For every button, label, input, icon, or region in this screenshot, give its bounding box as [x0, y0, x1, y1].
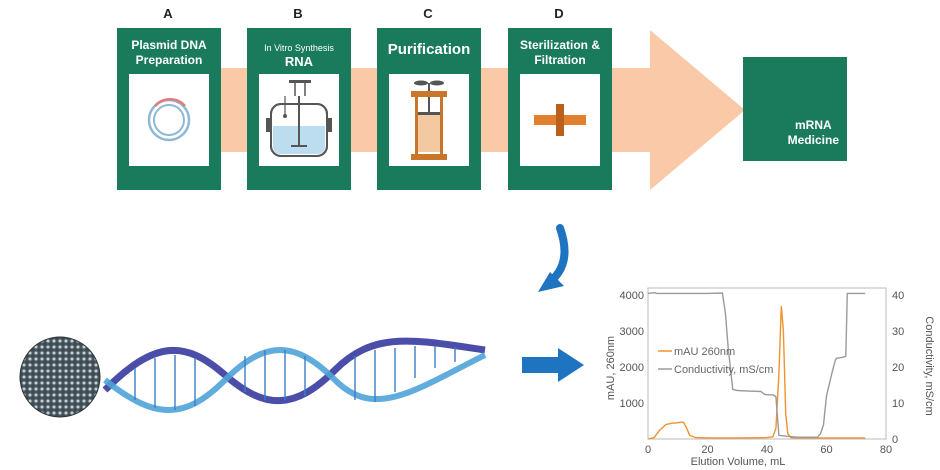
y2-tick-label: 0	[892, 434, 898, 446]
x-tick-label: 0	[645, 444, 651, 456]
bioreactor-icon	[266, 80, 332, 157]
step-a-title: Plasmid DNA Preparation	[131, 38, 207, 67]
y-tick-label: 4000	[620, 290, 644, 302]
step-b-title: RNA	[284, 54, 314, 69]
legend-item-mau: mAU 260nm	[674, 346, 735, 358]
step-c-title: Purification	[387, 41, 471, 58]
y-axis-label: mAU, 260nm	[605, 336, 617, 400]
step-d-box: Sterilization & Filtration	[508, 28, 612, 190]
y-tick-label: 3000	[620, 326, 644, 338]
x-tick-label: 40	[761, 444, 773, 456]
y-tick-label: 2000	[620, 362, 644, 374]
series-line-conductivity	[647, 291, 866, 438]
step-d-card	[520, 74, 600, 166]
y2-tick-label: 10	[892, 398, 904, 410]
x-axis-label: Elution Volume, mL	[691, 456, 786, 468]
step-letter-b: B	[293, 6, 303, 21]
elution-chart: 0 20 40 60 80 1000 2000 3000 4000 0 10 20 30 40 mAU, …	[605, 287, 935, 468]
step-b-box: In Vitro Synthesis RNA	[247, 28, 351, 190]
y2-tick-label: 30	[892, 326, 904, 338]
step-letter-a: A	[163, 6, 173, 21]
x-tick-label: 20	[701, 444, 713, 456]
mrna-medicine-box: mRNA Medicine	[743, 57, 847, 161]
step-a-box: Plasmid DNA Preparation	[117, 28, 221, 190]
step-letter-c: C	[423, 6, 433, 21]
step-c-box: Purification	[377, 28, 481, 190]
filter-icon	[534, 104, 586, 136]
chart-plot-area: 0 20 40 60 80 1000 2000 3000 4000 0 10 20 30 40	[620, 287, 904, 456]
step-d-title: Sterilization & Filtration	[519, 38, 600, 67]
curved-arrow-icon	[538, 224, 569, 292]
y2-tick-label: 40	[892, 290, 904, 302]
y2-tick-label: 20	[892, 362, 904, 374]
x-tick-label: 60	[820, 444, 832, 456]
plot-frame	[647, 287, 887, 440]
y2-axis-label: Conductivity, mS/cm	[923, 316, 935, 415]
step-c-card	[389, 74, 469, 166]
legend-item-conductivity: Conductivity, mS/cm	[674, 364, 773, 376]
step-b-card	[259, 74, 339, 166]
chromatography-column-icon	[411, 80, 447, 160]
chart-legend: mAU 260nm Conductivity, mS/cm	[658, 346, 773, 376]
mrna-helix-illustration	[19, 336, 487, 418]
x-tick-label: 80	[880, 444, 892, 456]
step-letter-d: D	[554, 6, 564, 21]
step-a-card	[129, 74, 209, 166]
right-arrow-icon	[522, 348, 584, 382]
step-b-subtitle: In Vitro Synthesis	[264, 43, 334, 53]
plasmid-icon	[147, 97, 191, 142]
y-tick-label: 1000	[620, 398, 644, 410]
mrna-medicine-label: mRNA Medicine	[787, 118, 839, 147]
